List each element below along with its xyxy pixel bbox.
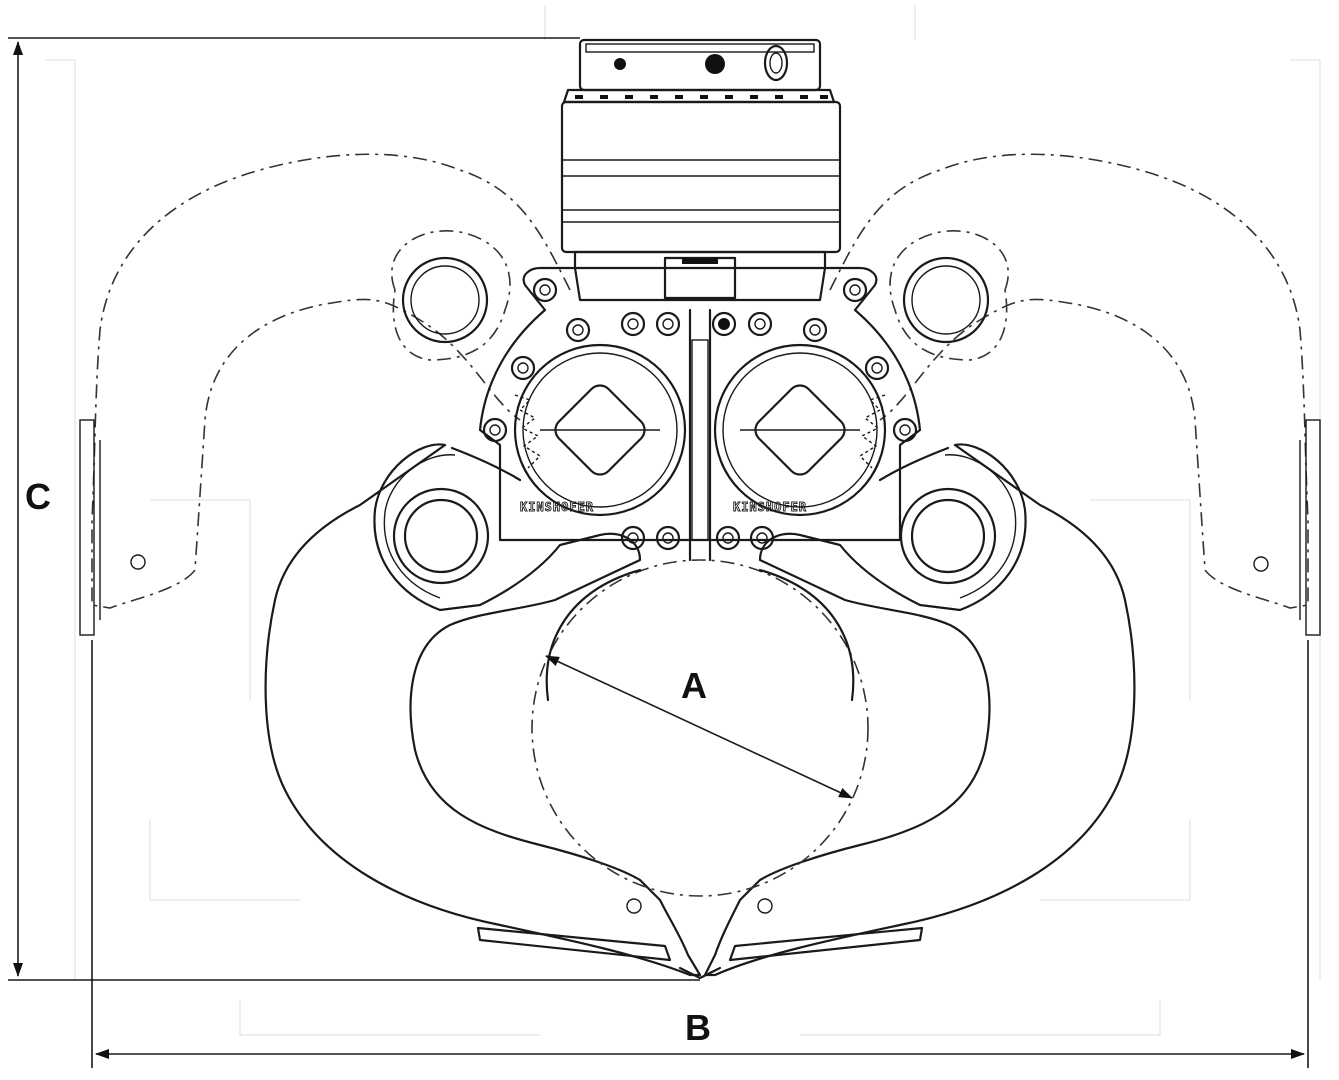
left-open-jaw-outline (79, 153, 571, 636)
brand-marking-right: KINSHOFER (733, 500, 807, 514)
phantom-cylinder-eyes (391, 230, 1009, 361)
rotator (560, 38, 842, 300)
grapple-frame (478, 266, 922, 562)
jaw-tip (678, 966, 722, 980)
dimension-b-label: B (685, 1007, 711, 1048)
dimension-c: C (8, 37, 700, 981)
rotator-bolt-row (575, 95, 828, 99)
dimension-c-label: C (25, 476, 51, 517)
dimension-b: B (91, 640, 1309, 1068)
background-artifacts (45, 5, 1321, 1036)
dimension-a-label: A (681, 665, 707, 706)
right-closed-jaw (703, 443, 1136, 977)
brand-markings: KINSHOFER KINSHOFER (520, 500, 807, 515)
brand-marking-left: KINSHOFER (520, 500, 594, 514)
frame-bolts (482, 311, 918, 551)
right-open-jaw-outline (829, 153, 1321, 636)
jaw-hubs (513, 343, 887, 517)
left-closed-jaw (264, 443, 702, 977)
dimension-a: A (545, 655, 853, 799)
